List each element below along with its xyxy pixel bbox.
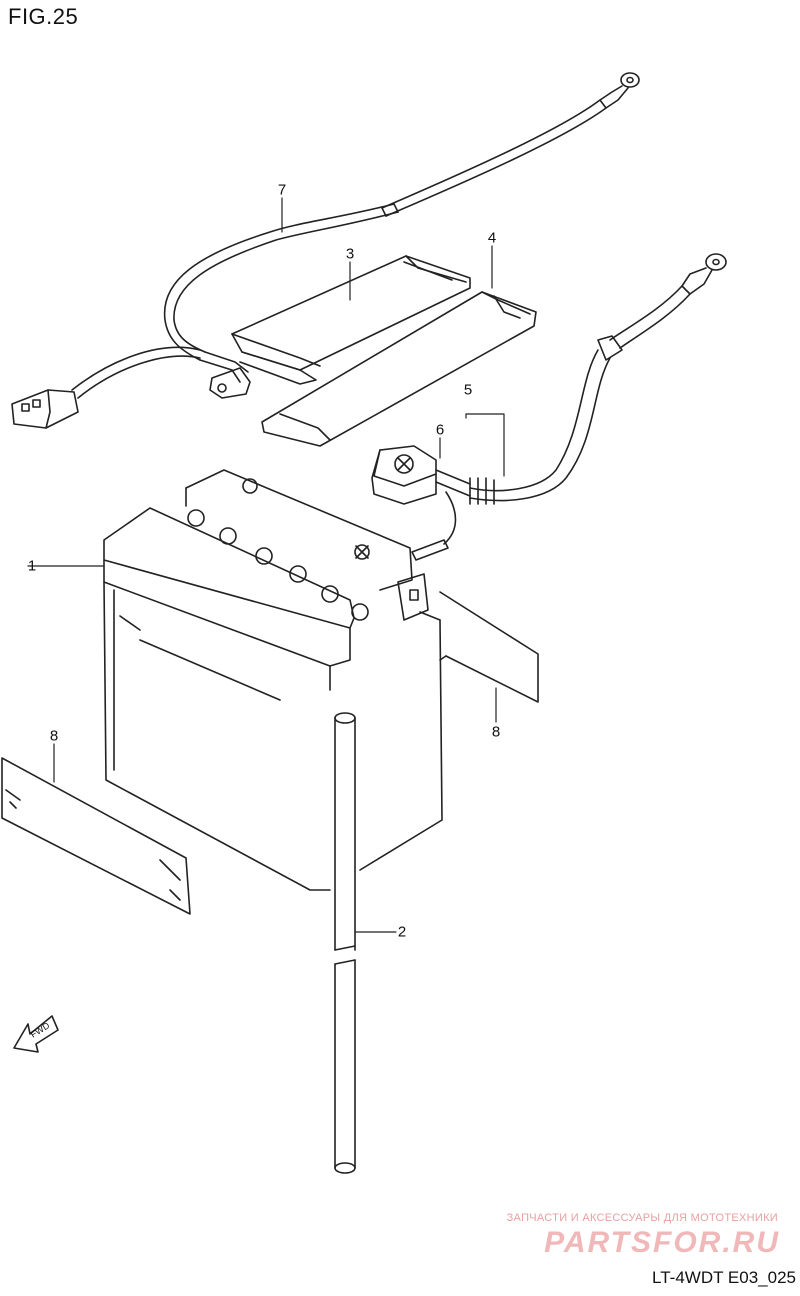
fwd-direction-arrow-icon [13,1015,59,1053]
figure-title: FIG.25 [8,4,79,29]
terminal-cover [371,445,471,561]
callout-battery: 1 [27,557,37,575]
callout-negative-lead: 7 [277,181,287,199]
battery-band-lower [261,291,537,447]
watermark-logo: PARTSFOR.RU [544,1226,780,1259]
callout-band-upper: 3 [345,245,355,263]
leader-lines [27,197,505,933]
figure-code: LT-4WDT E03_025 [652,1268,796,1287]
callout-pad-left: 8 [49,727,59,745]
callout-band-lower: 4 [487,229,497,247]
callout-terminal-cover: 6 [435,421,445,439]
negative-lead [11,72,640,429]
positive-lead [469,253,727,505]
callout-pad-right: 8 [491,723,501,741]
callout-positive-lead: 5 [463,381,473,399]
breather-hose [334,712,356,1174]
battery-pad-right [439,591,539,703]
callout-breather-hose: 2 [397,923,407,941]
battery-band-upper [231,255,471,385]
battery [103,469,443,891]
watermark-tagline: ЗАПЧАСТИ И АКСЕССУАРЫ ДЛЯ МОТОТЕХНИКИ [506,1212,778,1224]
battery-pad-left [1,757,191,915]
